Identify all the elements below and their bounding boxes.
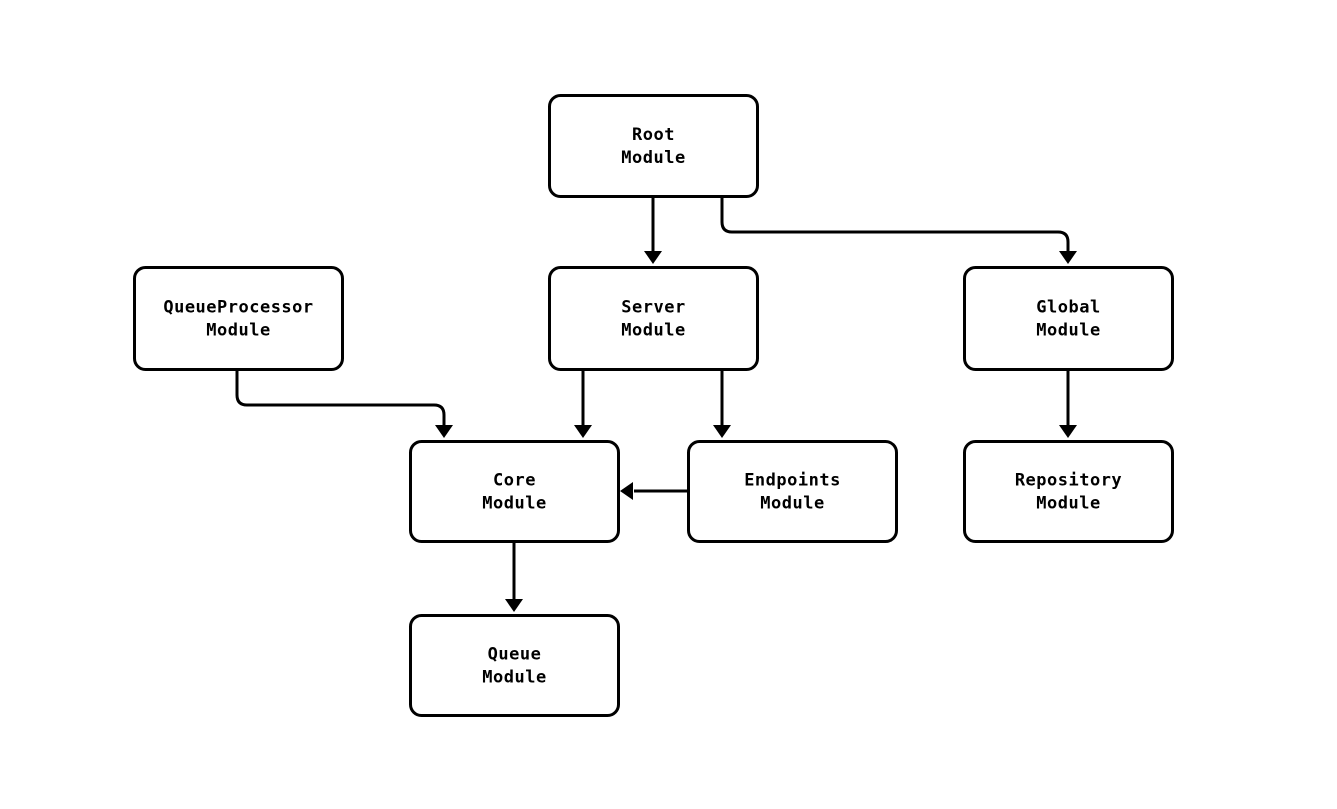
node-label-line2: Module bbox=[206, 321, 270, 341]
node-label-line1: Repository bbox=[1015, 471, 1122, 491]
nodes-layer: RootModuleQueueProcessorModuleServerModu… bbox=[133, 94, 1174, 717]
node-label-line2: Module bbox=[621, 321, 685, 341]
node-label-line2: Module bbox=[1036, 494, 1100, 514]
edge-root-global bbox=[720, 198, 1077, 264]
node-box[interactable] bbox=[687, 440, 898, 543]
node-label-line1: Global bbox=[1036, 298, 1100, 318]
node-label-line1: Endpoints bbox=[744, 471, 841, 491]
node-label-line1: Server bbox=[621, 298, 685, 318]
arrow-head-icon bbox=[505, 599, 523, 612]
node-label-line2: Module bbox=[482, 668, 546, 688]
arrow-head-icon bbox=[435, 425, 453, 438]
node-label-line1: Core bbox=[493, 471, 536, 491]
edge-queueprocessor-core bbox=[235, 371, 453, 438]
node-label-line1: Root bbox=[632, 125, 675, 145]
edge-line bbox=[235, 371, 446, 426]
edge-server-endpoints bbox=[713, 371, 731, 438]
node-label-line2: Module bbox=[760, 494, 824, 514]
edge-line bbox=[720, 198, 1070, 252]
node-box[interactable] bbox=[963, 440, 1174, 543]
node-label-line2: Module bbox=[1036, 321, 1100, 341]
arrow-head-icon bbox=[1059, 425, 1077, 438]
arrow-head-icon bbox=[620, 482, 633, 500]
arrow-head-icon bbox=[1059, 251, 1077, 264]
node-label-line1: Queue bbox=[488, 645, 542, 665]
node-box[interactable] bbox=[963, 266, 1174, 371]
node-box[interactable] bbox=[548, 266, 759, 371]
node-label-line2: Module bbox=[621, 148, 685, 168]
arrow-head-icon bbox=[574, 425, 592, 438]
edge-endpoints-core bbox=[620, 482, 687, 500]
edge-core-queue bbox=[505, 543, 523, 612]
node-box[interactable] bbox=[133, 266, 344, 371]
edge-root-server bbox=[644, 198, 662, 264]
node-box[interactable] bbox=[409, 440, 620, 543]
edges-layer bbox=[235, 198, 1077, 612]
arrow-head-icon bbox=[644, 251, 662, 264]
node-box[interactable] bbox=[548, 94, 759, 198]
edge-global-repository bbox=[1059, 371, 1077, 438]
edge-server-core bbox=[574, 371, 592, 438]
node-label-line1: QueueProcessor bbox=[163, 298, 313, 318]
node-label-line2: Module bbox=[482, 494, 546, 514]
arrow-head-icon bbox=[713, 425, 731, 438]
node-box[interactable] bbox=[409, 614, 620, 717]
